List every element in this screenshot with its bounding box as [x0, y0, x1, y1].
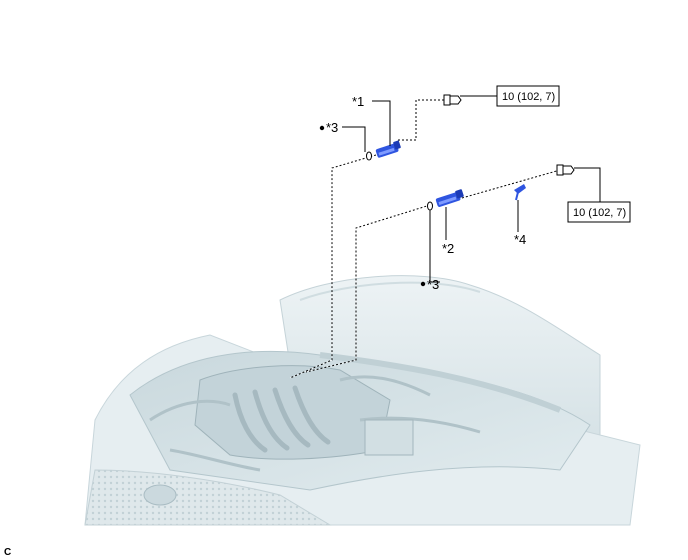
- vehicle-illustration: [84, 275, 641, 526]
- routing-lines: [289, 99, 561, 379]
- right-bolt: [556, 164, 575, 176]
- battery-box: [364, 419, 414, 456]
- part-4-clamp: [514, 184, 526, 201]
- o-ring-upper: [366, 151, 372, 161]
- corner-code: C: [4, 547, 11, 558]
- torque-value-right: 10 (102, 7): [573, 207, 626, 219]
- front-grille: [84, 469, 332, 526]
- engine-hoses: [149, 375, 481, 472]
- cowl: [319, 352, 562, 413]
- callout-part-3-upper: *3: [326, 120, 338, 135]
- dashed-lower-bolt: [461, 169, 561, 199]
- intake-manifold: [232, 385, 331, 453]
- hood-edge: [299, 281, 481, 301]
- upper-bolt: [443, 94, 462, 106]
- dashed-upper-bolt: [398, 99, 444, 141]
- torque-box-right: 10 (102, 7): [567, 201, 631, 223]
- bullet-dot-lower: [420, 281, 426, 287]
- part-1-sensor: [375, 140, 401, 158]
- torque-value-upper: 10 (102, 7): [502, 91, 555, 103]
- dashed-upper-engine: [289, 154, 377, 379]
- callout-part-3-lower: *3: [427, 277, 439, 292]
- part-2-sensor: [435, 189, 464, 207]
- o-ring-lower: [427, 201, 433, 211]
- routing-lines-outline: [289, 154, 431, 379]
- callout-part-2: *2: [442, 241, 454, 256]
- callout-part-1: *1: [352, 94, 364, 109]
- bullet-dot-upper: [319, 125, 325, 131]
- callout-part-4: *4: [514, 232, 526, 247]
- headlamp: [143, 484, 177, 506]
- callout-leaders: [342, 95, 601, 283]
- torque-box-upper: 10 (102, 7): [496, 85, 560, 107]
